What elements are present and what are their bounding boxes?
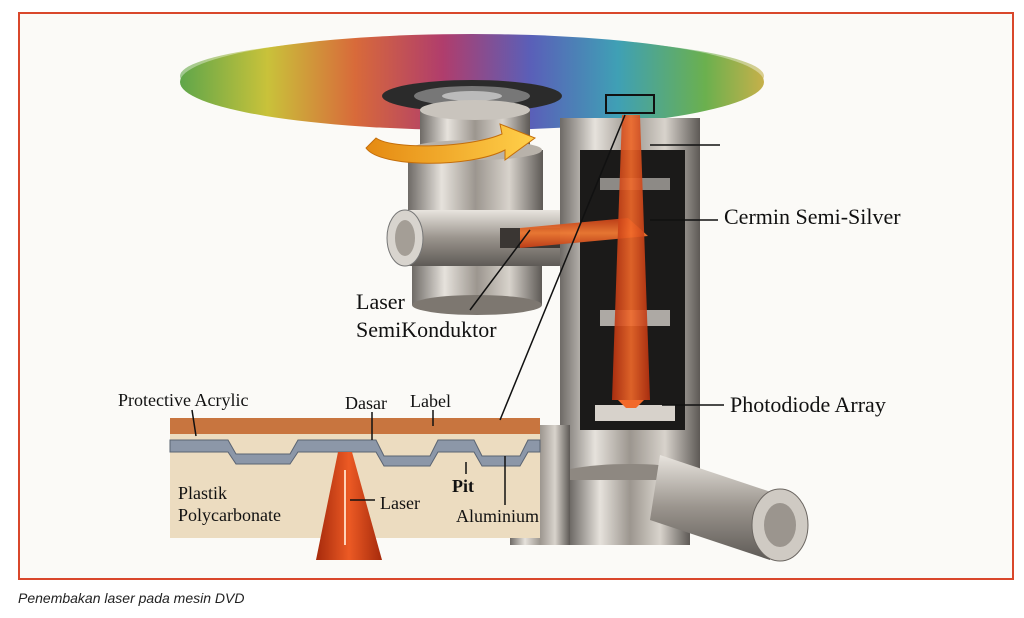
dvd-disc (180, 34, 764, 130)
label-mirror: Cermin Semi-Silver (724, 204, 901, 229)
spindle-motor (408, 100, 543, 315)
label-photodiode: Photodiode Array (730, 392, 886, 417)
label-plastik-line2: Polycarbonate (178, 505, 281, 525)
label-label: Label (410, 391, 451, 411)
label-laser-line1: Laser (356, 289, 405, 314)
laser-beam-path (520, 115, 650, 408)
tray-motor (650, 455, 809, 562)
label-protective-acrylic: Protective Acrylic (118, 390, 249, 410)
leader-lines (191, 114, 724, 505)
label-laser-line2: SemiKonduktor (356, 317, 497, 342)
rotation-arrow-icon (365, 123, 537, 164)
label-plastik-line1: Plastik (178, 483, 228, 503)
label-aluminium: Aluminium (456, 506, 540, 526)
figure-caption: Penembakan laser pada mesin DVD (18, 590, 245, 606)
label-dasar: Dasar (345, 393, 387, 413)
read-spot-box (605, 94, 655, 114)
label-pit: Pit (452, 476, 474, 496)
label-laser-beam: Laser (380, 493, 420, 513)
disc-cross-section (169, 418, 541, 560)
laser-cone (316, 452, 382, 560)
